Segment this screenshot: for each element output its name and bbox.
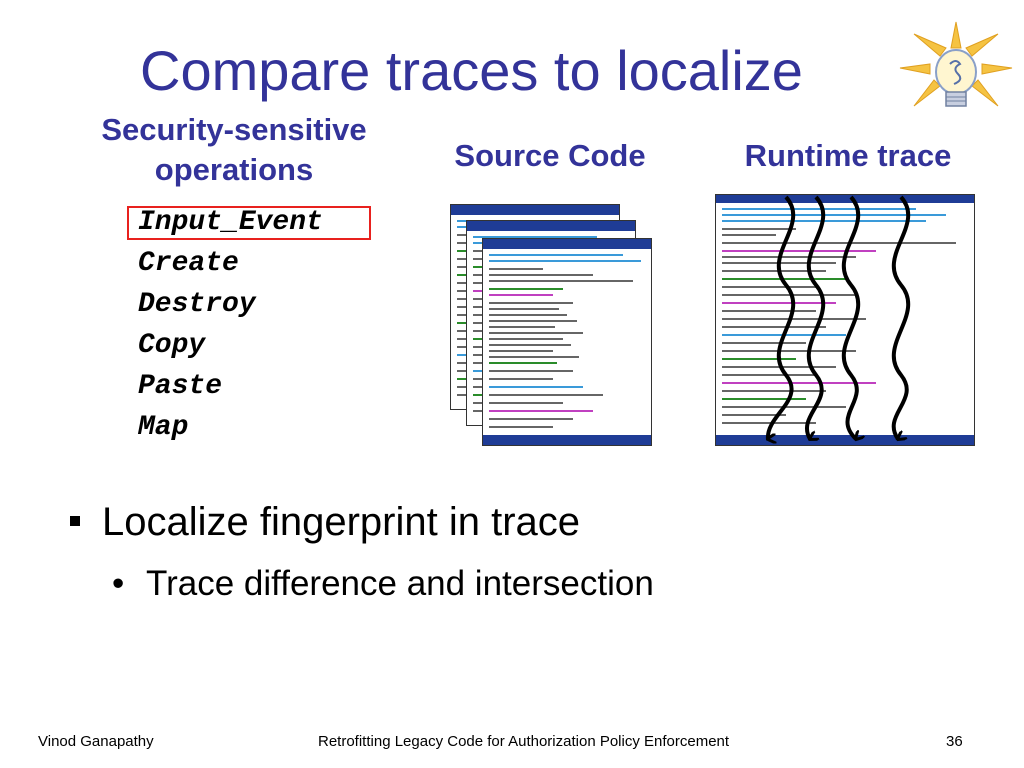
operations-heading-line2: operations xyxy=(154,152,314,187)
footer-page-number: 36 xyxy=(946,733,963,750)
bullet-level2-text: Trace difference and intersection xyxy=(146,564,654,603)
source-code-thumbnail xyxy=(482,238,652,446)
trace-arrow xyxy=(891,195,911,439)
operations-list: Input_Event Create Destroy Copy Paste Ma… xyxy=(138,202,323,448)
footer-course: Retrofitting Legacy Code for Authorizati… xyxy=(318,733,730,750)
trace-arrow xyxy=(768,195,796,439)
runtime-trace-thumbnail xyxy=(715,194,975,446)
operation-item: Input_Event xyxy=(138,207,323,238)
trace-arrow xyxy=(841,195,858,439)
operations-heading-line1: Security-sensitive xyxy=(101,112,367,147)
operations-heading: Security-sensitive operations xyxy=(64,110,404,190)
highlight-box xyxy=(127,206,371,240)
operation-item: Copy xyxy=(138,330,206,361)
code-lines xyxy=(483,239,651,445)
trace-lines xyxy=(716,195,974,445)
operation-item: Destroy xyxy=(138,289,256,320)
square-bullet-icon xyxy=(70,516,80,526)
trace-arrow xyxy=(805,195,826,439)
source-code-heading: Source Code xyxy=(454,138,646,173)
operation-item: Map xyxy=(138,412,189,443)
footer-author: Vinod Ganapathy xyxy=(38,733,154,750)
operation-item: Paste xyxy=(138,371,223,402)
runtime-trace-heading: Runtime trace xyxy=(744,138,952,173)
operation-item: Create xyxy=(138,248,239,279)
bullet-level1-text: Localize fingerprint in trace xyxy=(102,500,581,544)
slide-title: Compare traces to localize xyxy=(140,39,803,102)
bullet-marker: • xyxy=(112,564,125,603)
lightbulb-icon xyxy=(899,21,1013,107)
